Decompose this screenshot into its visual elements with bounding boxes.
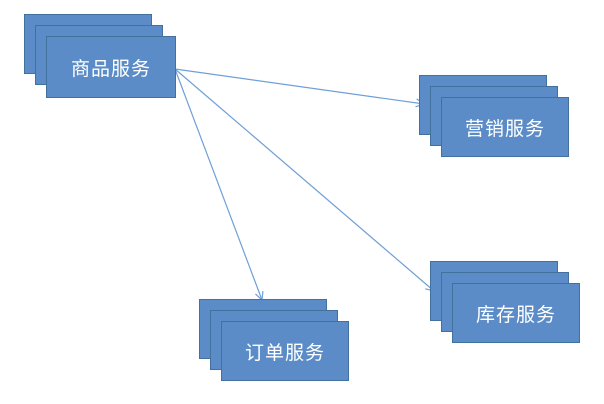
marketing-service-label: 营销服务 [441, 97, 569, 157]
edge-product-to-marketing [174, 68, 424, 104]
edge-product-to-order [174, 68, 262, 300]
product-service-label: 商品服务 [46, 36, 176, 98]
inventory-service-label: 库存服务 [452, 283, 580, 343]
edge-product-to-inventory [174, 68, 434, 291]
order-service-label: 订单服务 [221, 321, 349, 381]
